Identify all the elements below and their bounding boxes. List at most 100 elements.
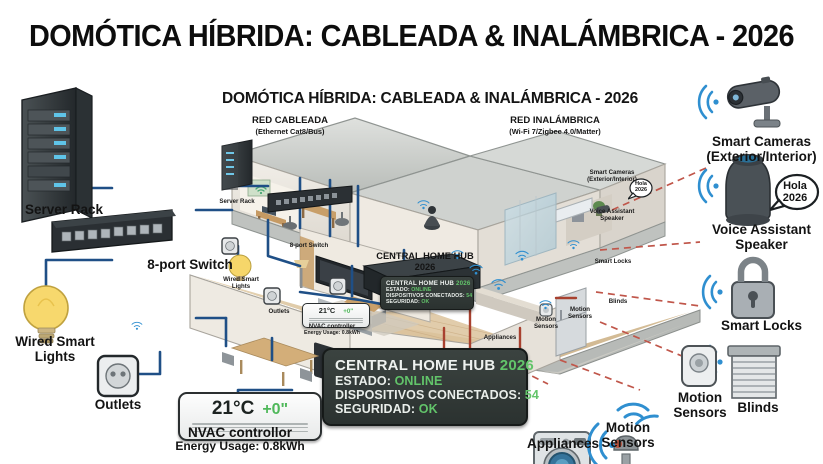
label-smart-cameras-line1: Smart Cameras xyxy=(711,134,812,149)
inner-hub-row-3: SEGURIDAD: OK xyxy=(386,299,468,305)
thermostat-caption: NVAC controllor Energy Usage: 0.8kWh xyxy=(150,425,330,454)
wired-network-title: RED CABLEADA xyxy=(252,115,328,126)
hub-panel-row-seguridad: SEGURIDAD: OK xyxy=(335,402,515,416)
server-rack-icon xyxy=(21,87,93,223)
hub-caption: CENTRAL HOME HUB 2026 xyxy=(370,251,480,273)
inner-hub-label-1: ESTADO: xyxy=(386,287,410,293)
wireless-network-subtitle: (Wi-Fi 7/Zigbee 4.0/Matter) xyxy=(509,127,601,136)
hub-row-value-seguridad: OK xyxy=(418,402,438,416)
camera-wifi-icon xyxy=(697,84,719,120)
label-server-rack: Server Rack xyxy=(0,202,128,217)
inner-label-wired-lights: Wired Smart Lights xyxy=(208,276,274,290)
inner-hub-year: 2026 xyxy=(455,280,471,287)
inner-label-outlets: Outlets xyxy=(256,308,302,315)
speech-bubble-line1: Hola xyxy=(783,180,807,192)
inner-hub-status-panel[interactable]: CENTRAL HOME HUB 2026 ESTADO: ONLINE DIS… xyxy=(380,276,474,310)
inner-thermostat-name: NVAC controller xyxy=(308,323,356,330)
inner-label-appliances-text: Appliances xyxy=(483,334,517,341)
inner-outlet-icon-3 xyxy=(263,287,281,305)
inner-label-smart-locks: Smart Locks xyxy=(582,258,644,265)
hub-row-label-estado: ESTADO: xyxy=(335,374,392,388)
hub-panel-title-row: CENTRAL HOME HUB 2026 xyxy=(335,357,534,374)
inner-label-smart-cameras-line1: Smart Cameras xyxy=(589,169,635,176)
inner-hub-title-row: CENTRAL HOME HUB 2026 xyxy=(386,280,471,287)
inner-label-motion2-line1: Motion xyxy=(536,316,556,323)
hub-panel-title: CENTRAL HOME HUB xyxy=(335,357,496,374)
inner-outlet-icon xyxy=(221,237,239,255)
hub-panel-row-dispositivos: DISPOSITIVOS CONECTADOS: 54 xyxy=(335,388,539,402)
label-smart-cameras: Smart Cameras (Exterior/Interior) xyxy=(700,134,823,164)
inner-label-smart-cameras-line2: (Exterior/Interior) xyxy=(587,176,637,183)
appliance-icon xyxy=(533,431,591,464)
inner-label-switch: 8-port Switch xyxy=(272,242,346,249)
motion-sensor-pole-icon xyxy=(613,435,639,464)
inner-outlet-icon-2 xyxy=(329,277,347,295)
inner-bulb-icon xyxy=(228,254,252,281)
inner-server-rack-icon xyxy=(221,139,253,191)
label-switch-text: 8-port Switch xyxy=(147,257,233,272)
inner-label-server-rack-text: Server Rack xyxy=(219,198,255,205)
inner-label-motion-line1: Motion xyxy=(570,306,590,313)
inner-label-voice-line1: Voice Assistant xyxy=(589,208,635,215)
label-wired-lights-line2: Lights xyxy=(34,349,76,364)
label-motion-sensors-bottom-line1: Motion xyxy=(605,420,651,435)
inner-label-motion-sensors-2: Motion Sensors xyxy=(524,316,568,330)
lock-icon xyxy=(731,256,775,319)
label-server-rack-text: Server Rack xyxy=(24,202,104,217)
motion-sensor-icon xyxy=(681,345,717,387)
home-illustration xyxy=(21,76,781,464)
label-smart-cameras-line2: (Exterior/Interior) xyxy=(706,149,817,164)
inner-hub-label-2: DISPOSITIVOS CONECTADOS: xyxy=(386,293,465,299)
label-outlets: Outlets xyxy=(78,397,158,412)
label-outlets-text: Outlets xyxy=(94,397,142,412)
central-hub-status-panel[interactable]: CENTRAL HOME HUB 2026 ESTADO: ONLINE DIS… xyxy=(322,348,539,426)
inner-label-wired-lights-line2: Lights xyxy=(231,283,251,290)
label-voice-assistant-line1: Voice Assistant xyxy=(711,222,812,237)
label-voice-assistant-line2: Speaker xyxy=(735,237,788,252)
hub-row-label-dispositivos: DISPOSITIVOS CONECTADOS: xyxy=(335,388,522,402)
thermostat-display[interactable]: 21°C +0" xyxy=(178,392,322,442)
inner-speaker-icon xyxy=(424,206,440,230)
inner-label-voice-assistant: Voice Assistant Speaker xyxy=(578,208,646,222)
inner-motion-sensor-icon xyxy=(539,303,553,317)
inner-label-blinds-text: Blinds xyxy=(608,298,628,305)
inner-hub-value-3: OK xyxy=(421,299,430,305)
label-blinds: Blinds xyxy=(708,400,808,415)
inner-label-motion-line2: Sensors xyxy=(567,313,593,320)
label-wired-lights-line1: Wired Smart xyxy=(15,334,95,349)
inner-speech-line2: 2026 xyxy=(635,187,647,193)
inner-label-server-rack: Server Rack xyxy=(200,198,274,205)
label-appliances: Appliances xyxy=(518,436,608,451)
inner-thermostat-delta: +0" xyxy=(343,308,354,315)
speaker-icon xyxy=(725,154,771,226)
inner-label-smart-cameras: Smart Cameras (Exterior/Interior) xyxy=(578,169,646,183)
inner-hub-row-2: DISPOSITIVOS CONECTADOS: 54 xyxy=(386,293,472,299)
label-blinds-text: Blinds xyxy=(737,400,779,415)
thermostat-name: NVAC controllor xyxy=(188,425,292,440)
wifi-wave-icons xyxy=(131,200,580,330)
label-wired-lights: Wired Smart Lights xyxy=(0,334,110,364)
outlet-icon xyxy=(96,354,140,398)
label-motion-sensors-right: Motion Sensors xyxy=(655,390,745,420)
wired-network-subtitle: (Ethernet Cat8/Bus) xyxy=(255,127,325,136)
camera-icon xyxy=(726,76,781,128)
label-motion-sensors-right-line2: Sensors xyxy=(673,405,727,420)
inner-camera-icon xyxy=(595,205,610,214)
label-voice-assistant: Voice Assistant Speaker xyxy=(700,222,823,252)
inner-thermostat-display[interactable]: 21°C +0" xyxy=(302,303,370,328)
label-appliances-text: Appliances xyxy=(526,436,600,451)
speech-bubble: Hola 2026 xyxy=(766,172,820,216)
thermostat-delta: +0" xyxy=(262,401,289,418)
page-title: DOMÓTICA HÍBRIDA: CABLEADA & INALÁMBRICA… xyxy=(28,18,795,53)
lock-wifi-icon xyxy=(701,274,723,310)
inner-label-blinds: Blinds xyxy=(596,298,640,305)
hub-caption-line2: 2026 xyxy=(414,262,436,272)
inner-speech-bubble: Hola 2026 xyxy=(626,178,654,201)
inner-label-wired-lights-line1: Wired Smart xyxy=(223,276,259,283)
inner-hub-value-2: 54 xyxy=(466,293,473,299)
inner-hub-value-1: ONLINE xyxy=(411,287,432,293)
inner-label-switch-text: 8-port Switch xyxy=(289,242,329,249)
bulb-icon xyxy=(23,285,69,344)
motion-wifi-icon-top xyxy=(616,402,650,419)
